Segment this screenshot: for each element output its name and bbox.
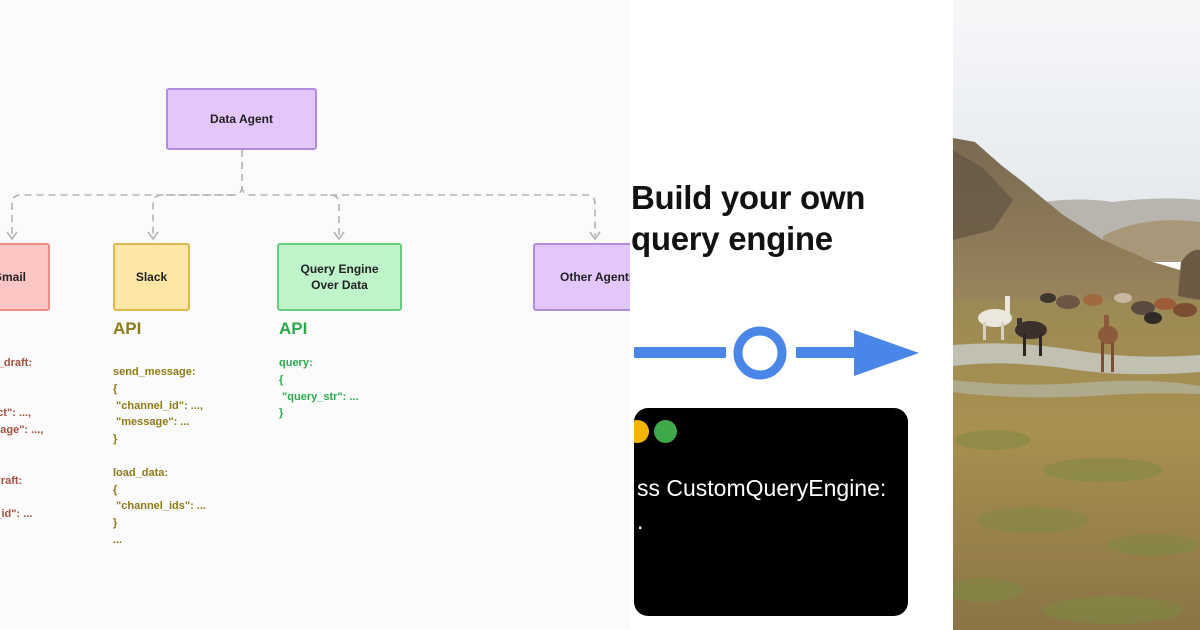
other-agents-node: Other Agents <box>533 243 630 311</box>
gmail-label: Gmail <box>0 270 26 284</box>
terminal-window: ss CustomQueryEngine: . <box>634 408 908 616</box>
stream-lower <box>953 380 1200 398</box>
query-api-title: API <box>279 319 308 338</box>
arrowhead-slack <box>147 231 159 241</box>
arrowhead-gmail <box>6 231 18 241</box>
query-engine-label: Query Engine Over Data <box>300 262 379 292</box>
terminal-code: ss CustomQueryEngine: . <box>637 475 887 534</box>
connector-trunk <box>11 150 243 236</box>
slack-api-title: API <box>113 319 142 338</box>
mountain-shadow <box>953 150 1013 240</box>
flow-arrow-icon <box>634 326 919 380</box>
query-api-code: query: { "query_str": ... } <box>279 357 359 420</box>
right-rock <box>1178 249 1200 300</box>
other-agents-label: Other Agents <box>560 270 630 284</box>
llama-landscape-image <box>953 0 1200 630</box>
arrowhead-query <box>333 231 345 241</box>
data-agent-label: Data Agent <box>210 112 273 126</box>
connector-to-other <box>330 194 596 236</box>
slack-node: Slack <box>113 243 190 311</box>
connector-lines <box>6 150 601 241</box>
data-agent-node: Data Agent <box>166 88 317 150</box>
query-engine-node: Query Engine Over Data <box>277 243 402 311</box>
grass-texture <box>953 430 1198 624</box>
stream <box>953 343 1200 375</box>
slack-api-code: send_message: { "channel_id": ..., "mess… <box>113 366 206 546</box>
window-dot-yellow-icon <box>634 420 649 443</box>
llama-herd <box>978 293 1197 372</box>
window-dot-green-icon <box>654 420 677 443</box>
query-engine-card: Build your own query engine ss CustomQue… <box>630 0 953 630</box>
connector-to-query <box>241 185 340 236</box>
card-title: Build your own query engine <box>631 179 866 257</box>
gmail-node: Gmail <box>0 243 50 311</box>
left-mountain <box>953 138 1200 340</box>
arrowhead-other <box>589 231 601 241</box>
gmail-api-code: te_draft: ..., ject": ..., ssage": ..., … <box>0 357 44 521</box>
slack-label: Slack <box>135 270 168 284</box>
llama-photo <box>953 0 1200 630</box>
data-agent-diagram: Data Agent Gmail Slack Query Engine Over… <box>0 88 630 546</box>
connector-to-slack <box>152 194 233 236</box>
